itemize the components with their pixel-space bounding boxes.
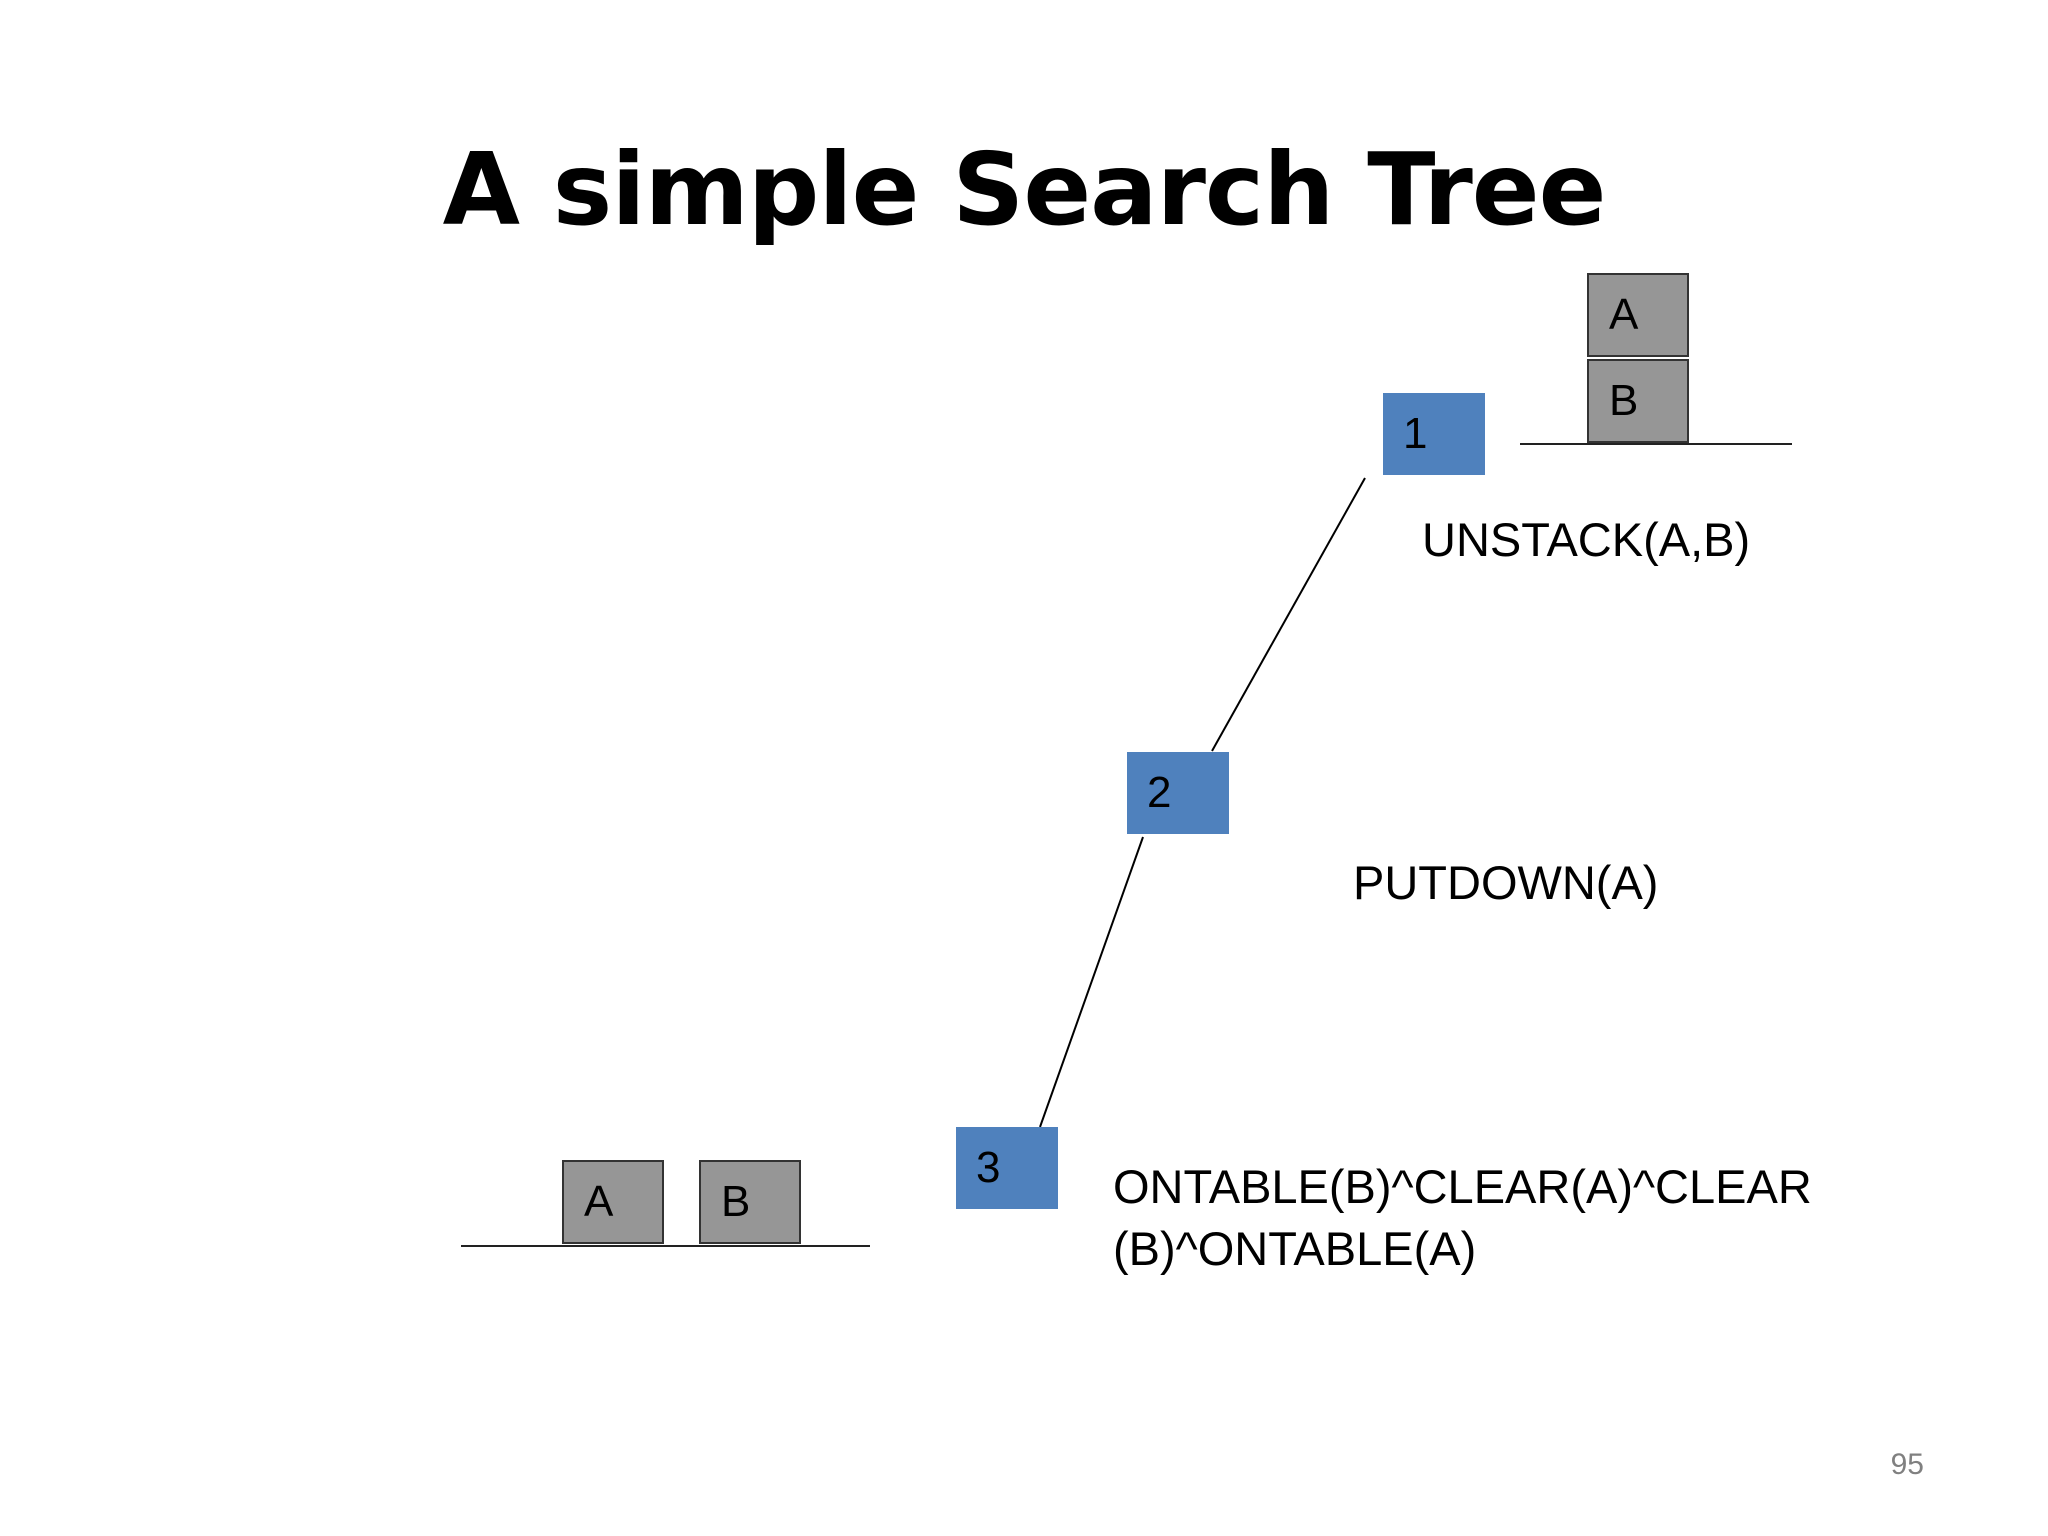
final-block-a: A xyxy=(562,1160,664,1244)
edge-1-2 xyxy=(1211,477,1366,752)
slide-title: A simple Search Tree xyxy=(442,131,1607,248)
final-table-line xyxy=(461,1245,870,1247)
goal-state-line-1: ONTABLE(B)^CLEAR(A)^CLEAR xyxy=(1113,1160,1812,1213)
page-number: 95 xyxy=(1890,1448,1924,1481)
tree-node-2: 2 xyxy=(1127,752,1229,834)
goal-state-line-2: (B)^ONTABLE(A) xyxy=(1113,1222,1477,1275)
initial-block-a-label: A xyxy=(1609,290,1639,339)
action-label-putdown: PUTDOWN(A) xyxy=(1353,856,1659,909)
final-block-a-label: A xyxy=(584,1177,614,1226)
initial-block-a: A xyxy=(1587,273,1689,357)
tree-node-2-label: 2 xyxy=(1147,768,1172,817)
initial-table-line xyxy=(1520,443,1792,445)
initial-block-b-label: B xyxy=(1609,376,1639,425)
action-label-unstack: UNSTACK(A,B) xyxy=(1422,513,1751,566)
tree-node-1-label: 1 xyxy=(1403,409,1428,458)
edge-2-3 xyxy=(1039,836,1144,1128)
initial-block-b: B xyxy=(1587,359,1689,443)
tree-node-3: 3 xyxy=(956,1127,1058,1209)
final-block-b: B xyxy=(699,1160,801,1244)
tree-node-3-label: 3 xyxy=(976,1143,1001,1192)
final-block-b-label: B xyxy=(721,1177,751,1226)
tree-node-1: 1 xyxy=(1383,393,1485,475)
